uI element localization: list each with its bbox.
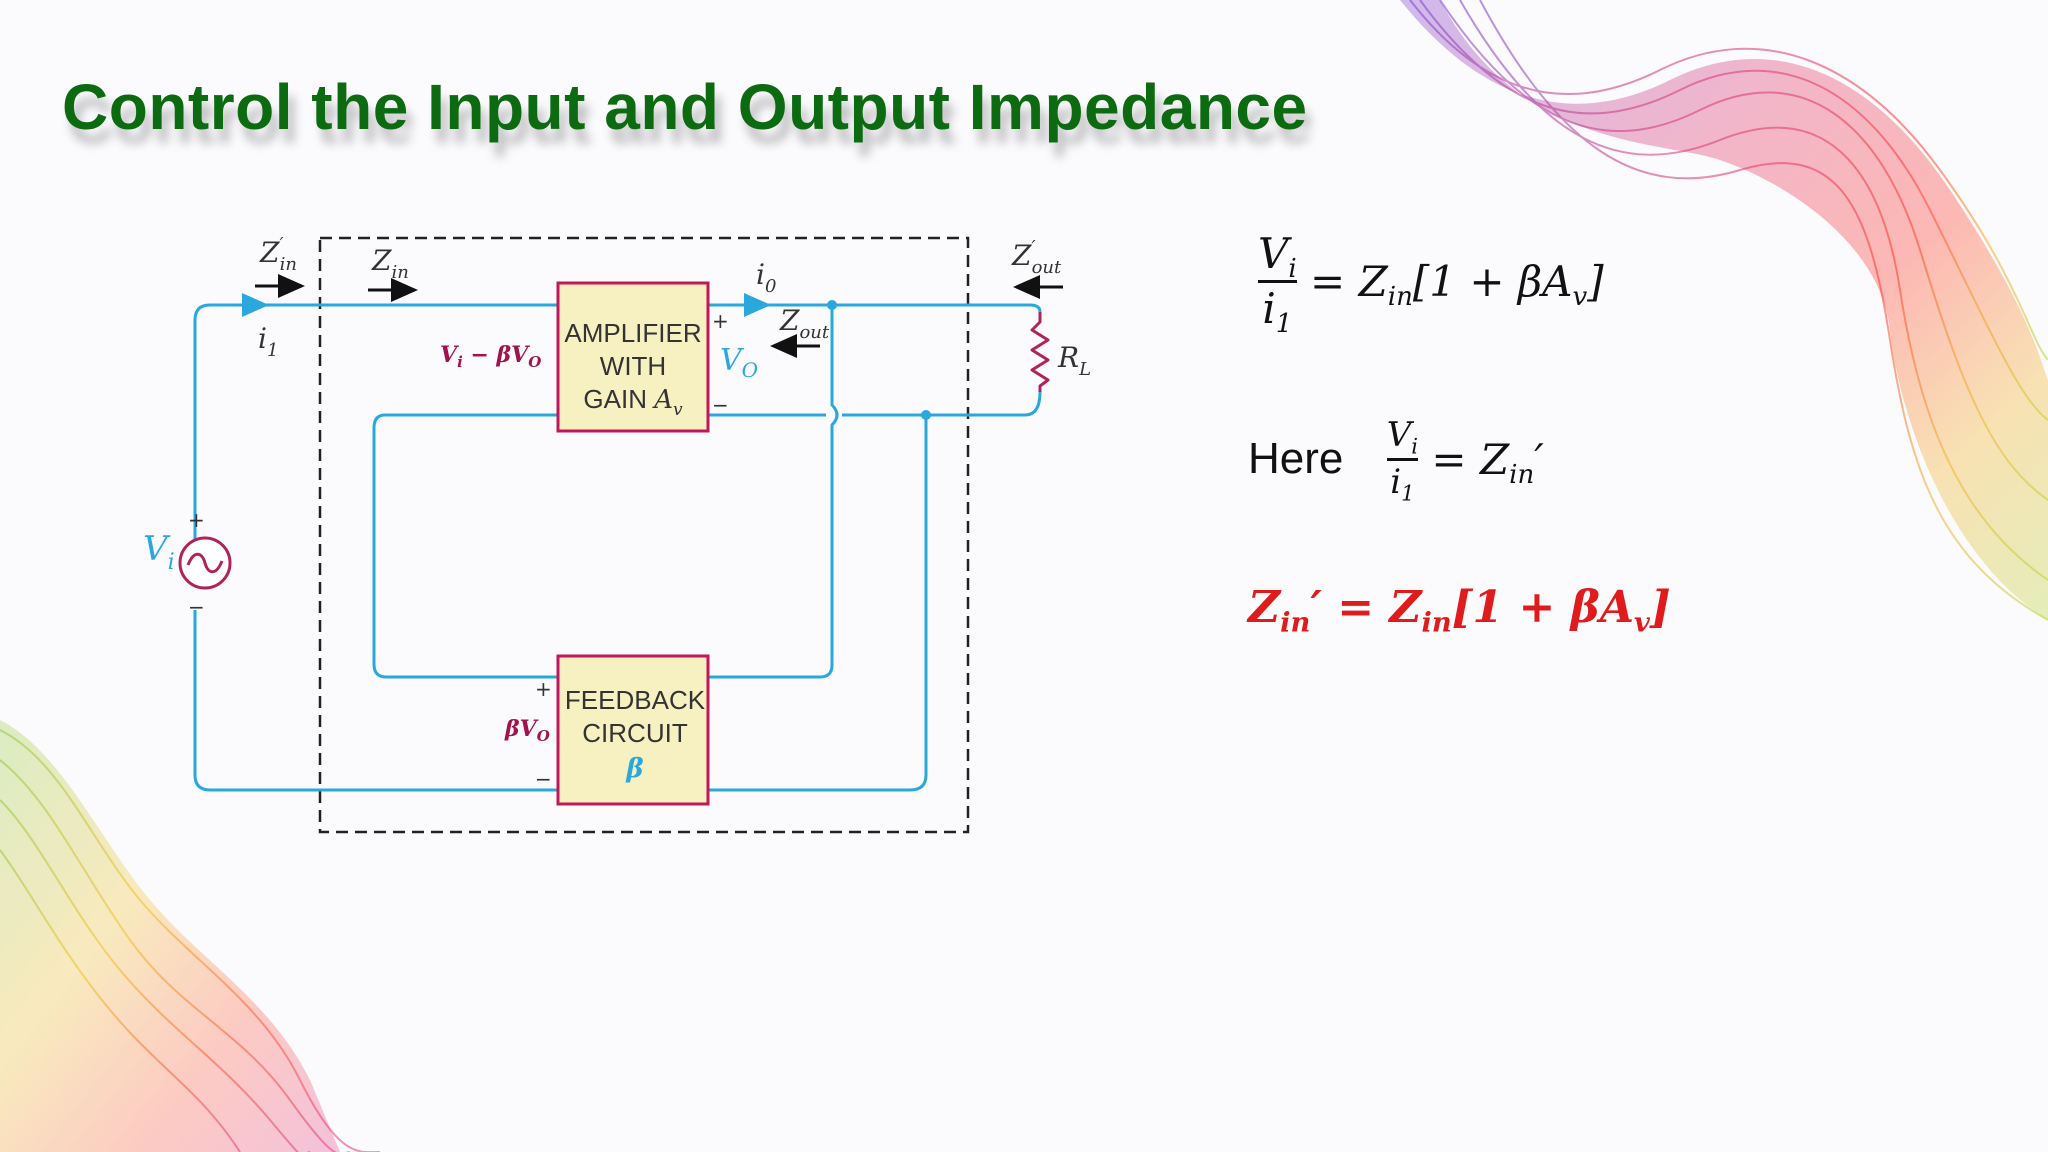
eq2-here-label: Here — [1248, 434, 1344, 484]
eq2-num-sub: i — [1411, 433, 1419, 459]
eq1-num-sub: i — [1288, 254, 1297, 285]
eq1-rhs-c: ] — [1587, 257, 1604, 307]
eq2-rhs-b: ′ — [1534, 434, 1544, 484]
eq1-fraction: Vi i1 — [1258, 229, 1297, 337]
eq1-rhs-sub2: v — [1572, 282, 1588, 313]
equation-input-impedance: Vi i1 = Zin[1 + βAv] — [1258, 229, 1604, 337]
eq1-num: V — [1258, 229, 1289, 278]
eq2-den-sub: 1 — [1401, 480, 1415, 506]
eq3-rhs-sub2: v — [1634, 606, 1650, 639]
eq3-lhs: Z — [1248, 582, 1281, 633]
fb-line2: CIRCUIT — [582, 718, 688, 748]
circuit-wires — [193, 303, 1042, 792]
eq3-rhs-a: = Z — [1321, 582, 1422, 633]
equation-here: Here Vi i1 = Zin′ — [1248, 415, 1544, 503]
amplifier-box — [556, 281, 710, 433]
eq2-fraction: Vi i1 — [1386, 415, 1419, 503]
eq3-lhs-sub: in — [1280, 606, 1311, 639]
node-return — [921, 410, 931, 420]
sign-source-minus: − — [188, 595, 205, 619]
sign-source-plus: + — [188, 508, 205, 532]
label-zin-prime: Z′in — [259, 234, 297, 275]
sign-amp-out-plus: + — [712, 309, 729, 333]
label-vi-minus-bvo: Vi − βVO — [440, 342, 541, 371]
eq2-rhs-a: = Z — [1431, 434, 1510, 484]
label-zout: Zout — [779, 304, 830, 343]
ribbon-top-right-fill — [1400, 0, 2048, 620]
label-vo: VO — [720, 343, 758, 382]
label-zin: Zin — [371, 244, 409, 283]
equation-result: Zin′ = Zin[1 + βAv] — [1248, 582, 1671, 636]
fb-beta: β — [625, 754, 643, 784]
eq3-lhs-mark: ′ — [1310, 582, 1322, 633]
ribbon-bottom-left-fill — [0, 720, 340, 1152]
eq1-den: i — [1262, 284, 1276, 334]
label-zout-prime: Z′out — [1011, 237, 1062, 278]
eq1-rhs-b: [1 + βA — [1412, 257, 1573, 307]
label-vi: Vi — [143, 529, 175, 575]
label-rl: RL — [1057, 341, 1091, 380]
slide-title: Control the Input and Output Impedance — [62, 71, 1308, 143]
eq1-rhs-sub: in — [1387, 282, 1413, 313]
feedback-box — [556, 654, 710, 806]
load-resistor — [1030, 312, 1050, 392]
eq2-den: i — [1390, 461, 1402, 502]
label-io: i0 — [756, 258, 776, 297]
eq2-num: V — [1386, 415, 1412, 455]
dashed-boundary — [318, 236, 970, 834]
ac-wave — [186, 552, 224, 574]
eq3-rhs-c: ] — [1649, 582, 1671, 633]
eq3-rhs-b: [1 + βA — [1451, 582, 1635, 633]
fb-line1: FEEDBACK — [565, 685, 706, 715]
node-output — [827, 300, 837, 310]
sign-amp-out-minus: − — [712, 393, 729, 417]
eq3-rhs-sub: in — [1421, 606, 1452, 639]
label-i1: i1 — [258, 322, 278, 361]
amp-line3: GAIN Av — [583, 384, 683, 420]
eq2-rhs-sub: in — [1509, 459, 1535, 490]
amp-line2: WITH — [600, 351, 666, 381]
sign-fb-plus: + — [535, 677, 552, 701]
eq1-den-sub: 1 — [1275, 309, 1293, 340]
sign-fb-minus: − — [535, 767, 552, 791]
eq1-rhs-a: = Z — [1310, 257, 1388, 307]
amp-line1: AMPLIFIER — [564, 318, 701, 348]
label-bvo: βVO — [504, 716, 550, 745]
